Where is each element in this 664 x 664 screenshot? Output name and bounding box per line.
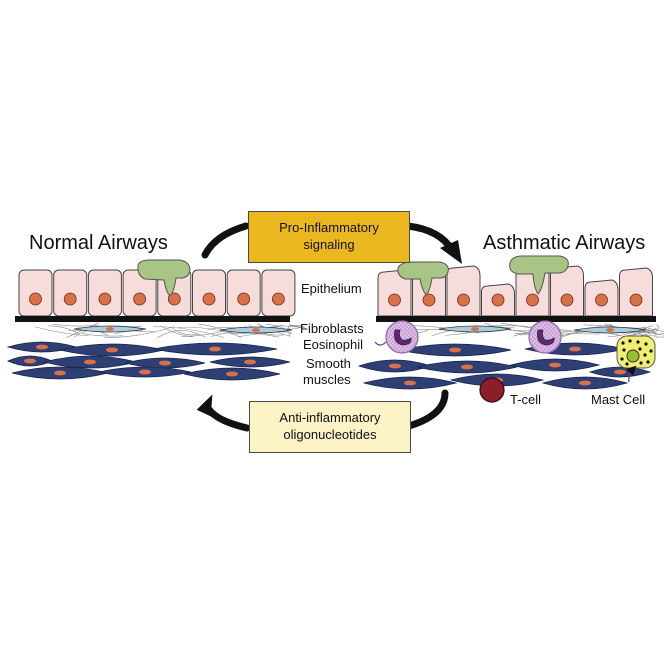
asthmatic-epithelial-cell xyxy=(619,267,653,317)
normal-cell-nucleus xyxy=(202,292,216,306)
normal-cell-nucleus xyxy=(167,292,181,306)
collagen-fiber xyxy=(284,325,305,328)
normal-mucus xyxy=(137,259,191,297)
muscle-nucleus xyxy=(139,369,151,375)
normal-fibroblast-layer xyxy=(34,322,305,339)
collagen-fiber xyxy=(104,326,175,339)
asthmatic-cell-nucleus xyxy=(491,293,505,307)
anti-box-line2: oligonucleotides xyxy=(283,427,377,442)
asthmatic-epithelial-cell xyxy=(446,265,481,317)
pro-box-line1: Pro-Inflammatory xyxy=(279,220,379,236)
fibroblasts-label: Fibroblasts xyxy=(300,321,364,336)
eosinophil-cell-2 xyxy=(528,320,562,354)
collagen-fiber xyxy=(47,325,80,335)
muscle-nucleus xyxy=(84,359,96,365)
asthmatic-epithelium xyxy=(377,255,653,317)
normal-basement-membrane xyxy=(15,316,290,322)
eosinophil-cell-1 xyxy=(385,320,419,354)
muscle-nucleus xyxy=(24,358,36,364)
muscle-nucleus xyxy=(569,346,581,352)
mast-cell-label: Mast Cell xyxy=(591,392,646,407)
muscle-nucleus xyxy=(461,364,473,370)
collagen-fiber xyxy=(34,326,89,337)
asthmatic-cell-nucleus xyxy=(388,293,401,307)
asthmatic-mucus-2 xyxy=(509,255,569,295)
asthmatic-cell-nucleus xyxy=(457,293,470,307)
muscle-nucleus xyxy=(404,380,416,386)
normal-epithelium xyxy=(18,259,296,317)
muscle-nucleus xyxy=(579,380,591,386)
normal-cell-nucleus xyxy=(271,292,285,306)
eosinophil-label: Eosinophil xyxy=(303,337,363,352)
collagen-fiber xyxy=(607,325,653,338)
normal-smooth-muscle xyxy=(6,341,291,381)
collagen-fiber xyxy=(160,325,193,338)
collagen-fiber xyxy=(642,327,660,336)
muscle-nucleus xyxy=(549,362,561,368)
muscle-nucleus xyxy=(449,347,461,353)
muscle-nucleus xyxy=(614,369,626,375)
t-cell-label: T-cell xyxy=(510,392,542,407)
bottom-arrow-right xyxy=(405,389,449,430)
fibroblast-nucleus xyxy=(606,328,614,332)
smooth-label: Smooth xyxy=(306,356,351,371)
collagen-fiber xyxy=(153,326,224,338)
epithelium-label: Epithelium xyxy=(301,281,362,296)
muscle-nucleus xyxy=(36,344,48,350)
collagen-fiber xyxy=(81,333,123,337)
mastcell-pointer xyxy=(626,365,637,383)
fibroblast-nucleus xyxy=(252,328,260,332)
collagen-fiber xyxy=(52,324,100,327)
normal-cell-nucleus xyxy=(133,292,147,306)
asthmatic-cell-nucleus xyxy=(560,293,574,307)
muscle-nucleus xyxy=(159,360,171,366)
anti-box-line1: Anti-inflammatory xyxy=(279,410,381,426)
asthmatic-basement-membrane xyxy=(376,316,656,322)
top-arrow-head xyxy=(440,240,462,264)
collagen-fiber xyxy=(648,327,664,335)
muscle-nucleus xyxy=(244,359,256,365)
asthmatic-airways-title: Asthmatic Airways xyxy=(483,232,646,254)
collagen-fiber xyxy=(198,323,242,338)
top-arrow-left xyxy=(201,222,250,259)
asthmatic-cell-nucleus xyxy=(629,293,643,307)
muscles-label: muscles xyxy=(303,372,351,387)
muscle-nucleus xyxy=(54,370,66,376)
muscle-nucleus xyxy=(106,347,118,353)
muscle-nucleus xyxy=(389,363,401,369)
normal-cell-nucleus xyxy=(98,292,112,306)
normal-airways-title: Normal Airways xyxy=(29,232,168,254)
bottom-arrow-head xyxy=(196,394,213,417)
bottom-arrow-left xyxy=(203,402,251,432)
muscle-nucleus xyxy=(226,371,238,377)
asthmatic-cell-nucleus xyxy=(595,293,608,307)
pro-box-line2: signaling xyxy=(303,237,355,252)
t-cell xyxy=(479,377,505,403)
normal-cell-nucleus xyxy=(29,292,42,306)
collagen-fiber xyxy=(484,322,534,332)
mast-cell xyxy=(616,335,656,369)
eosinophil-pointer xyxy=(374,341,387,346)
normal-cell-nucleus xyxy=(63,292,77,306)
muscle-nucleus xyxy=(209,346,221,352)
fibroblast-nucleus xyxy=(471,327,479,331)
collagen-fiber xyxy=(287,324,304,330)
normal-cell-nucleus xyxy=(237,292,251,306)
asthmatic-cell-nucleus xyxy=(422,293,436,307)
asthmatic-mucus-1 xyxy=(397,261,449,296)
collagen-fiber xyxy=(178,326,234,335)
fibroblast-nucleus xyxy=(106,327,114,331)
asthmatic-cell-nucleus xyxy=(526,293,539,307)
collagen-fiber xyxy=(171,328,199,336)
